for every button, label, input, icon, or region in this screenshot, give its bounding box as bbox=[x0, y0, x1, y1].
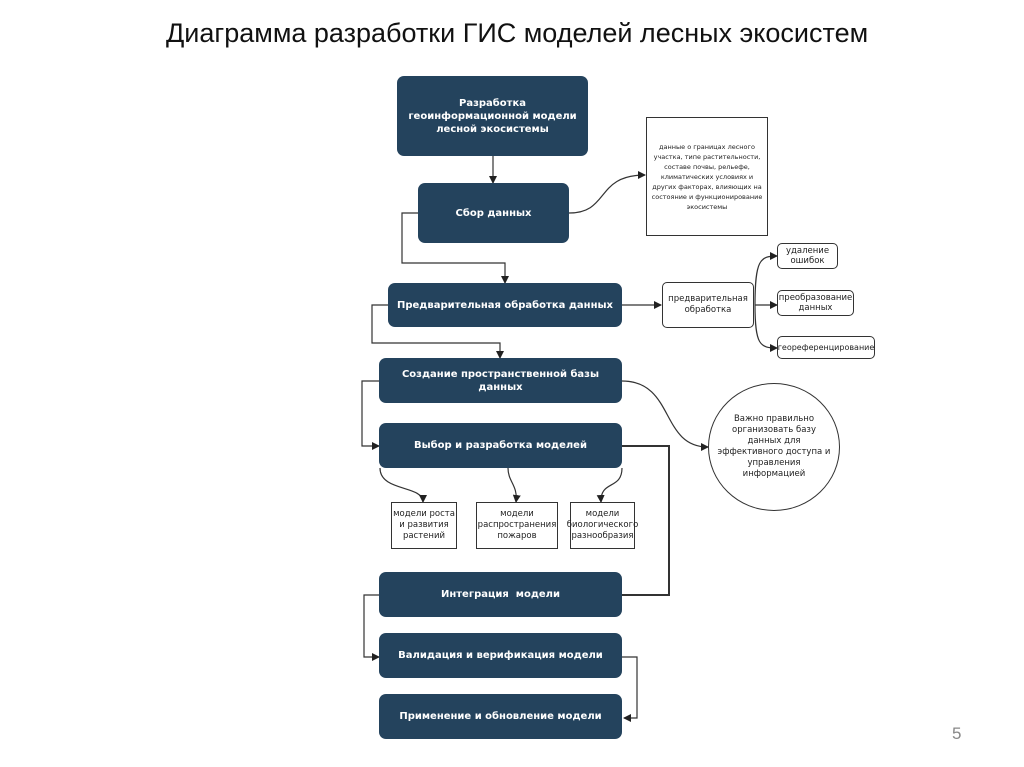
arrow-validation-to-application bbox=[622, 656, 638, 722]
model-type-biodiversity: модели биологического разнообразия bbox=[567, 502, 638, 549]
data-note-box: данные о границах лесного участка, типе … bbox=[646, 117, 768, 236]
preprocessing-label: предварительная обработка bbox=[668, 294, 748, 315]
arrow-models-to-type3 bbox=[596, 467, 623, 503]
substep-transform-data-label: преобразование данных bbox=[778, 293, 853, 313]
preprocessing-box: предварительная обработка bbox=[662, 282, 754, 328]
data-note-text: данные о границах лесного участка, типе … bbox=[651, 142, 763, 211]
step-model-selection: Выбор и разработка моделей bbox=[379, 423, 622, 468]
step-spatial-database: Создание пространственной базы данных bbox=[379, 358, 622, 403]
step-preprocess-data: Предварительная обработка данных bbox=[388, 283, 622, 327]
db-note-text: Важно правильно организовать базу данных… bbox=[717, 414, 831, 479]
arrow-sub-to-georef bbox=[754, 304, 778, 352]
model-type-fire-label: модели распространения пожаров bbox=[477, 509, 557, 541]
substep-georeferencing: геореференцирование bbox=[777, 336, 875, 359]
model-type-biodiversity-label: модели биологического разнообразия bbox=[566, 509, 639, 541]
page-number: 5 bbox=[952, 724, 962, 743]
step-collect-data-label: Сбор данных bbox=[455, 207, 532, 219]
arrow-db-to-models bbox=[361, 380, 380, 450]
step-validation-label: Валидация и верификация модели bbox=[398, 650, 603, 661]
step-collect-data: Сбор данных bbox=[418, 183, 569, 243]
step-integration-label: Интеграция модели bbox=[440, 589, 561, 600]
db-note-circle: Важно правильно организовать базу данных… bbox=[708, 383, 840, 511]
line-models-to-integration bbox=[622, 445, 670, 596]
step-develop-model: Разработка геоинформационной модели лесн… bbox=[397, 76, 588, 156]
substep-transform-data: преобразование данных bbox=[777, 290, 854, 316]
step-develop-model-label: Разработка геоинформационной модели лесн… bbox=[408, 97, 577, 135]
arrow-models-to-type2 bbox=[507, 467, 521, 503]
model-type-growth-label: модели роста и развития растений bbox=[393, 509, 455, 541]
model-type-growth: модели роста и развития растений bbox=[391, 502, 457, 549]
model-type-fire: модели распространения пожаров bbox=[476, 502, 558, 549]
step-preprocess-data-label: Предварительная обработка данных bbox=[397, 299, 613, 311]
arrow-collect-to-preprocess bbox=[401, 212, 509, 284]
step-model-selection-label: Выбор и разработка моделей bbox=[414, 440, 587, 451]
arrow-preprocess-to-db bbox=[371, 304, 504, 359]
arrow-collect-to-note bbox=[568, 171, 646, 214]
arrow-db-to-circle bbox=[621, 380, 709, 451]
arrow-models-to-type1 bbox=[379, 467, 427, 503]
arrow-sub-to-errors bbox=[754, 252, 778, 306]
step-application-label: Применение и обновление модели bbox=[399, 711, 602, 722]
step-integration: Интеграция модели bbox=[379, 572, 622, 617]
step-spatial-database-label: Создание пространственной базы данных bbox=[401, 368, 600, 393]
arrow-integration-to-validation bbox=[363, 594, 380, 661]
substep-remove-errors-label: удаление ошибок bbox=[785, 246, 830, 266]
substep-remove-errors: удаление ошибок bbox=[777, 243, 838, 269]
step-application: Применение и обновление модели bbox=[379, 694, 622, 739]
step-validation: Валидация и верификация модели bbox=[379, 633, 622, 678]
page-title: Диаграмма разработки ГИС моделей лесных … bbox=[166, 18, 869, 48]
substep-georeferencing-label: геореференцирование bbox=[777, 342, 875, 352]
